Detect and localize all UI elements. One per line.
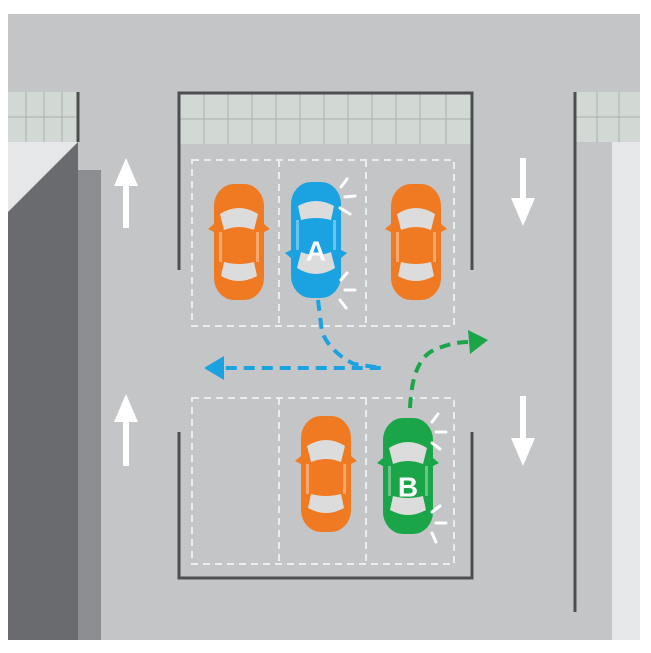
top-island-curb	[177, 91, 474, 270]
lane-arrows	[114, 158, 535, 466]
bottom-island-curb	[177, 432, 474, 580]
arrow-down-icon	[511, 396, 535, 466]
car-a-path	[204, 299, 383, 380]
car-b: B	[377, 412, 448, 544]
right-building	[573, 92, 640, 640]
car-a-label: A	[306, 236, 326, 267]
right-planter-grid	[575, 92, 640, 142]
arrow-down-icon	[511, 158, 535, 226]
car-orange-top-left	[208, 184, 270, 300]
arrow-up-icon	[114, 158, 138, 228]
bottom-parking-outline	[191, 397, 455, 565]
flash-icon	[338, 177, 357, 216]
left-building-wall	[8, 142, 78, 640]
car-b-path-arrowhead	[468, 330, 488, 354]
arrow-up-icon	[114, 394, 138, 466]
car-a-path-arrowhead	[204, 356, 224, 380]
center-planter	[177, 91, 474, 270]
flash-icon	[430, 412, 448, 451]
flash-icon	[338, 271, 357, 310]
left-building-side	[78, 170, 101, 640]
car-orange-bottom-middle	[295, 416, 357, 532]
car-b-label: B	[398, 472, 418, 503]
car-a: A	[285, 177, 357, 310]
car-orange-top-right	[385, 184, 447, 300]
left-planter-grid	[8, 92, 78, 142]
bottom-parking-spaces	[191, 397, 455, 565]
flash-icon	[430, 504, 448, 544]
center-planter-grid	[180, 94, 472, 144]
left-building	[8, 92, 101, 640]
car-b-path	[408, 330, 488, 409]
right-building-wall	[612, 142, 640, 640]
